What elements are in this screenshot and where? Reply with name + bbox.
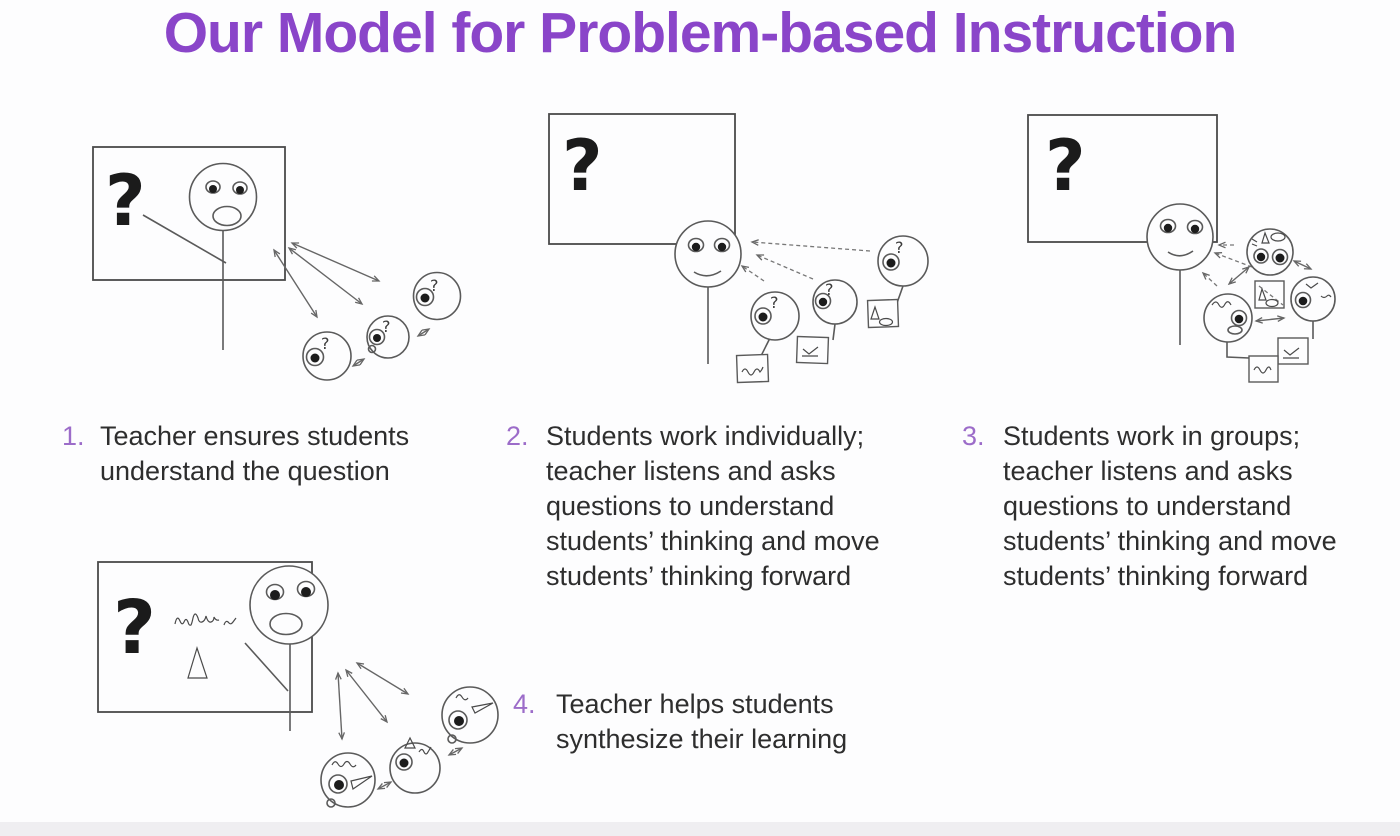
step-text: Teacher helps students synthesize their … bbox=[556, 689, 848, 754]
step-caption-2: 2. Students work individually; teacher l… bbox=[506, 419, 946, 594]
student-face-icon bbox=[441, 686, 499, 744]
question-mark-icon: ? bbox=[113, 585, 156, 671]
question-mark-icon: ? bbox=[1045, 125, 1086, 207]
step-number: 3. bbox=[962, 421, 985, 451]
step-number: 1. bbox=[62, 421, 85, 451]
teacher-face-icon bbox=[1146, 203, 1214, 271]
paper-icon bbox=[866, 298, 900, 329]
sketch-teacher-helps-synthesize: ? bbox=[97, 561, 499, 808]
step-number: 4. bbox=[513, 689, 536, 719]
question-mark-icon: ? bbox=[562, 125, 603, 207]
student-face-icon bbox=[320, 752, 376, 808]
svg-text:?: ? bbox=[825, 280, 834, 299]
teacher-face-icon bbox=[674, 220, 742, 288]
peer-arrow bbox=[1292, 260, 1313, 270]
board-triangle bbox=[187, 646, 208, 679]
listening-arrows bbox=[1201, 241, 1253, 287]
page-title: Our Model for Problem-based Instruction bbox=[163, 1, 1238, 65]
student-face-icon: ? bbox=[302, 331, 352, 381]
doodle-arrow bbox=[351, 358, 366, 367]
step-number: 2. bbox=[506, 421, 529, 451]
sketch-teacher-ensures-understanding: ? ? ? ? bbox=[92, 146, 462, 381]
teacher-face-icon bbox=[188, 162, 258, 232]
step-text: Teacher ensures students understand the … bbox=[100, 421, 410, 486]
student-with-paper: ? bbox=[866, 235, 929, 329]
sketch-students-work-in-groups: ? bbox=[1027, 114, 1336, 383]
student-face-icon: ? bbox=[366, 315, 410, 359]
student-with-paper bbox=[1277, 276, 1336, 365]
paper-icon bbox=[735, 353, 770, 384]
teacher-face-icon bbox=[249, 565, 329, 645]
svg-text:?: ? bbox=[321, 334, 330, 353]
whiteboard bbox=[548, 113, 736, 245]
paper-icon bbox=[1277, 337, 1309, 365]
doodle-arrow bbox=[376, 781, 393, 790]
step-caption-3: 3. Students work in groups; teacher list… bbox=[962, 419, 1355, 594]
sketch-students-work-individually: ? ? ? bbox=[548, 113, 929, 384]
step-text: Students work individually; teacher list… bbox=[546, 421, 880, 591]
doodle-arrow bbox=[447, 747, 464, 756]
step-caption-1: 1. Teacher ensures students understand t… bbox=[62, 419, 462, 489]
step-caption-4: 4. Teacher helps students synthesize the… bbox=[513, 687, 896, 757]
bottom-bar bbox=[0, 822, 1400, 836]
svg-text:?: ? bbox=[895, 238, 904, 257]
question-mark-icon: ? bbox=[105, 160, 146, 242]
teacher-arm bbox=[142, 214, 227, 264]
paper-icon bbox=[1248, 355, 1279, 383]
teacher-arm bbox=[244, 642, 289, 692]
svg-text:?: ? bbox=[770, 293, 779, 312]
doodle-arrow bbox=[416, 328, 431, 337]
svg-text:?: ? bbox=[382, 317, 391, 336]
student-with-paper: ? bbox=[735, 291, 800, 384]
whiteboard bbox=[92, 146, 286, 281]
peer-arrow bbox=[1254, 315, 1286, 324]
student-face-icon: ? bbox=[412, 271, 462, 321]
listening-arrows bbox=[740, 239, 871, 282]
student-face-icon bbox=[389, 736, 441, 794]
group-paper-icon bbox=[1254, 280, 1285, 309]
board-writing-scribble bbox=[174, 613, 237, 626]
whiteboard bbox=[1027, 114, 1218, 243]
svg-text:?: ? bbox=[430, 276, 439, 295]
student-face-icon bbox=[1246, 228, 1294, 276]
dialogue-arrows bbox=[334, 662, 410, 741]
dialogue-arrows bbox=[273, 242, 381, 319]
step-text: Students work in groups; teacher listens… bbox=[1003, 421, 1337, 591]
student-with-paper: ? bbox=[795, 279, 858, 365]
student-with-paper bbox=[1203, 293, 1279, 383]
paper-icon bbox=[795, 335, 830, 365]
